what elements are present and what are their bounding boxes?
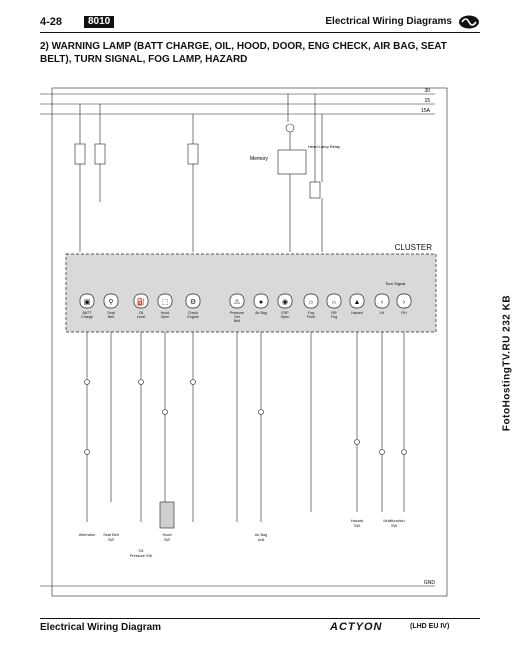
ssangyong-logo-icon	[459, 15, 479, 29]
lamp-glyphs: ▣ ⚲ ⛽ ⬚ ⚙ ⚠ ● ◉ ☼ ☼ ▲ ‹ ›	[84, 297, 406, 306]
svg-text:◉: ◉	[282, 299, 288, 306]
svg-text:⚙: ⚙	[190, 298, 196, 306]
svg-text:‹: ‹	[381, 299, 384, 306]
head-lamp-relay	[277, 149, 307, 175]
lamp-label: Belt	[108, 315, 114, 319]
lamp-label: Charge	[81, 315, 93, 319]
component-label: SW	[354, 524, 361, 528]
lamp-label: RR	[331, 311, 337, 315]
svg-text:☼: ☼	[331, 299, 337, 306]
lamp-label: Front	[307, 315, 315, 319]
svg-text:●: ●	[259, 299, 263, 306]
hood-switch-box	[159, 501, 175, 529]
component-label: Oil	[139, 549, 144, 553]
fuse-1	[74, 143, 86, 165]
component-label: Multifunction	[383, 519, 404, 523]
svg-text:▲: ▲	[354, 299, 361, 306]
svg-text:⬚: ⬚	[162, 299, 169, 306]
component-label: Unit	[258, 538, 266, 542]
component-label: Pressure SW	[130, 554, 153, 558]
footer-brand: ACTYON	[330, 621, 383, 633]
svg-text:›: ›	[403, 299, 406, 306]
lamp-label: RH	[401, 311, 407, 315]
lamp-label: Fog	[308, 311, 314, 315]
svg-text:⚠: ⚠	[234, 298, 240, 306]
svg-text:▣: ▣	[84, 299, 91, 306]
terminal-label-15: 15	[424, 98, 430, 104]
svg-text:☼: ☼	[308, 299, 314, 306]
footer-title: Electrical Wiring Diagram	[40, 622, 162, 633]
lamp-label: Air Bag	[255, 311, 267, 315]
lamp-label: LH	[380, 311, 385, 315]
svg-text:⛽: ⛽	[137, 297, 146, 306]
ground-label: GND	[424, 580, 436, 586]
header-divider	[40, 32, 480, 33]
component-label: Alternator	[79, 533, 96, 537]
component-label: SW	[164, 538, 171, 542]
splice-points	[84, 379, 407, 455]
lamp-label: Seat	[107, 311, 114, 315]
fuse-3	[187, 143, 199, 165]
lamp-label: Engine	[187, 315, 198, 319]
cluster-label: CLUSTER	[395, 243, 433, 252]
lamp-labels: BATT Charge Seat Belt Oil Level Hood Ope…	[81, 311, 407, 323]
lamp-label: Belt	[234, 319, 240, 323]
lamp-label: Level	[137, 315, 146, 319]
lamp-label: Open	[161, 315, 170, 319]
page-number: 4-28	[40, 16, 63, 28]
head-lamp-relay-label: Head Lamp Relay	[308, 144, 340, 149]
lamp-label: ESP	[281, 311, 289, 315]
lamp-label: BATT	[83, 311, 93, 315]
component-label: Hazard	[351, 519, 363, 523]
header-title: Electrical Wiring Diagrams	[325, 16, 452, 27]
component-label: Seat Belt	[103, 533, 119, 537]
lamp-label: Check	[188, 311, 198, 315]
component-label: SW	[108, 538, 115, 542]
terminal-label-30: 30	[424, 88, 430, 94]
lamp-label: Hood	[161, 311, 170, 315]
lamp-label: Oil	[139, 311, 144, 315]
turn-signal-label: Turn Signal	[385, 281, 405, 286]
svg-text:⚲: ⚲	[108, 298, 113, 306]
component-label: Air Bag	[255, 533, 267, 537]
lamp-icons	[79, 293, 412, 309]
lamp-label: Pressure	[230, 311, 244, 315]
lamp-label: Open	[281, 315, 290, 319]
bottom-component-labels: Alternator Seat Belt SW Oil Pressure SW …	[79, 519, 405, 558]
footer-divider	[40, 618, 480, 619]
wiring-diagram: ▣ ⚲ ⛽ ⬚ ⚙ ⚠ ● ◉ ☼ ☼ ▲ ‹ › CLUSTER	[40, 87, 448, 597]
component-label: Hood	[162, 533, 171, 537]
watermark-text: FotoHostingTV.RU 232 KB	[501, 294, 513, 432]
lamp-label: Set	[234, 315, 239, 319]
component-label: SW	[391, 524, 398, 528]
terminal-label-15a: 15A	[421, 108, 431, 114]
fuse-4	[309, 181, 321, 199]
memory-label: Memory	[250, 156, 269, 162]
section-code-badge: 8010	[84, 16, 115, 28]
diagram-frame	[51, 87, 448, 597]
lamp-label: Hazard	[351, 311, 363, 315]
side-watermark: FotoHostingTV.RU 232 KB	[500, 238, 514, 488]
section-title: 2) WARNING LAMP (BATT CHARGE, OIL, HOOD,…	[40, 41, 447, 65]
page-header: 4-28 8010 Electrical Wiring Diagrams	[40, 14, 480, 32]
lamp-label: Fog	[331, 315, 337, 319]
footer-variant: (LHD EU IV)	[410, 623, 450, 630]
cluster-box	[65, 253, 437, 333]
fuse-2	[94, 143, 106, 165]
